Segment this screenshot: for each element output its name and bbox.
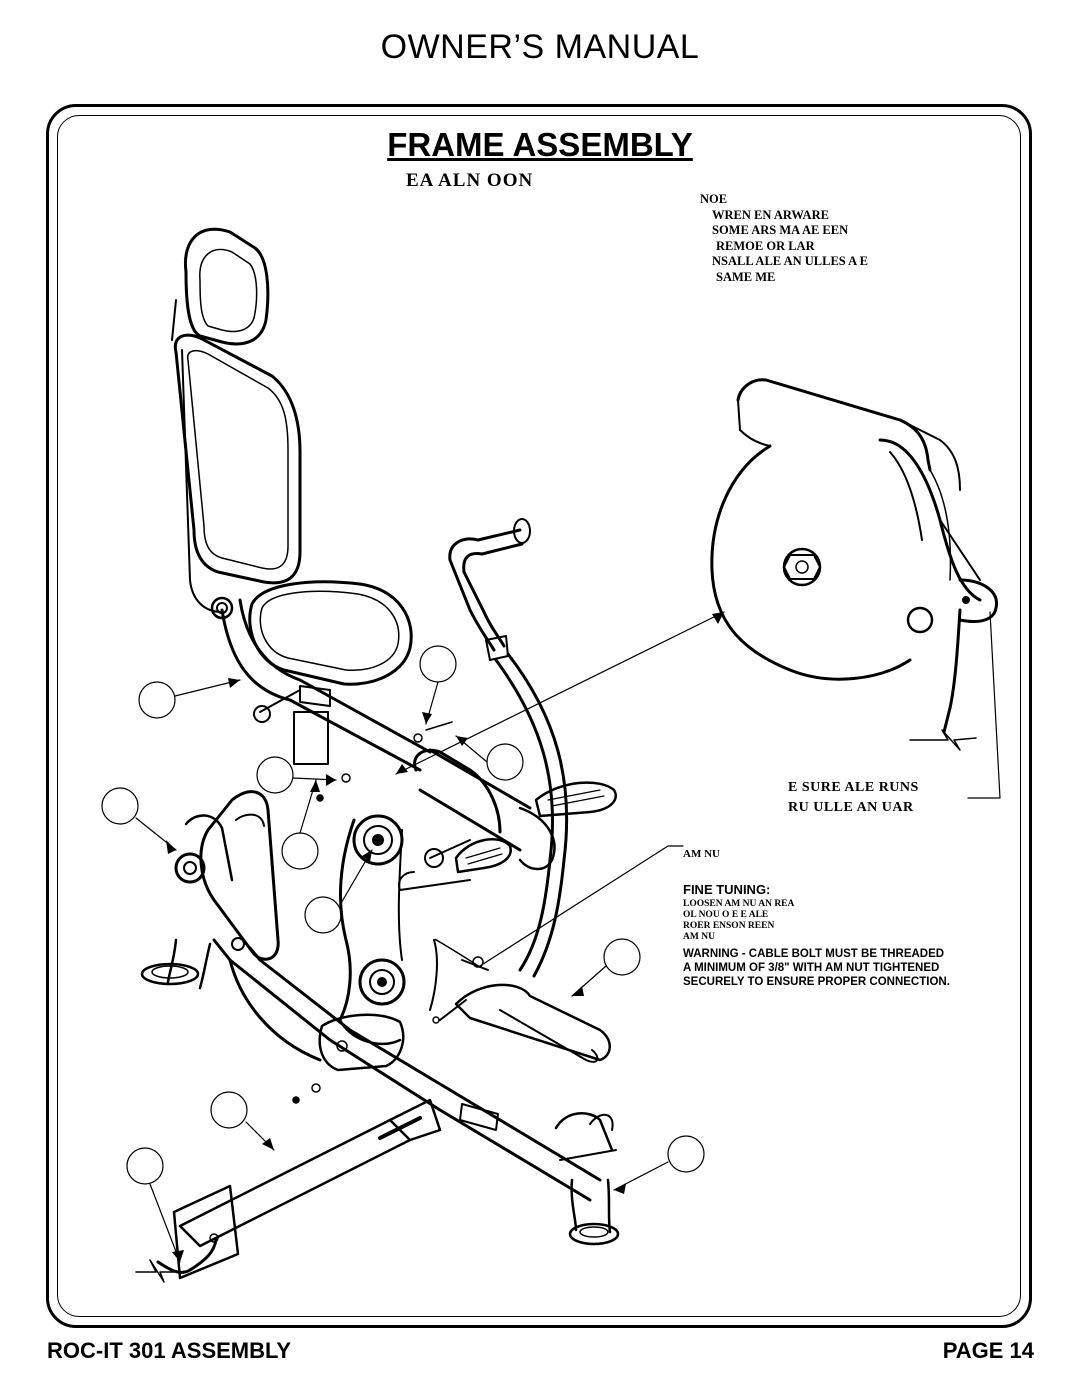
front-stabilizer: [554, 1112, 620, 1246]
callout-balloon: [281, 832, 319, 870]
frame-assembly-title: FRAME ASSEMBLY: [387, 126, 693, 163]
fine-tuning-title: FINE TUNING:: [683, 882, 771, 897]
cable: [135, 608, 977, 1283]
callout-balloon: [210, 1091, 248, 1129]
seat-back: [171, 227, 302, 613]
fine-tuning-line: AM NU: [683, 932, 715, 942]
note-line: SOME ARS MA AE EEN: [712, 223, 849, 237]
frame-outer-border: [46, 104, 1032, 1328]
callout-balloon: [126, 1147, 164, 1185]
note-line: SAME ME: [716, 269, 776, 284]
crank-arm: [140, 790, 280, 990]
callout-balloon: [667, 1135, 705, 1173]
callout-balloon: [603, 938, 641, 976]
main-tube: [413, 748, 556, 871]
pedals: [398, 781, 617, 891]
footer-model-title: ROC-IT 301 ASSEMBLY: [47, 1338, 292, 1363]
cable-bolt-warning: WARNING - CABLE BOLT MUST BE THREADED A …: [683, 947, 950, 989]
lower-frame: [212, 938, 602, 1202]
callout-balloon: [101, 787, 139, 825]
page-number: PAGE 14: [942, 1338, 1034, 1363]
warning-line: SECURELY TO ENSURE PROPER CONNECTION.: [683, 976, 950, 988]
fine-tuning-text: LOOSEN AM NU AN REA OL NOU O E E ALE ROE…: [683, 899, 794, 943]
note-line: NOE: [700, 192, 728, 206]
fine-tuning-line: OL NOU O E E ALE: [683, 910, 769, 920]
fine-tuning-line: LOOSEN AM NU AN REA: [683, 899, 795, 909]
hardware-note: NOE WREN EN ARWARE SOME ARS MA AE EEN RE…: [700, 192, 868, 285]
fine-tuning-line: ROER ENSON REEN: [683, 921, 775, 931]
warning-line: WARNING - CABLE BOLT MUST BE THREADED: [683, 948, 945, 960]
leader-arrowheads: [166, 612, 724, 1262]
rear-stabilizer: [172, 1098, 442, 1280]
leader-lines: [135, 611, 1001, 1263]
callout-balloon: [138, 681, 176, 719]
ensure-line: E SURE ALE RUNS: [788, 780, 919, 795]
note-line: WREN EN ARWARE: [712, 207, 829, 222]
hardware: [292, 721, 499, 1131]
callout-balloon: [486, 743, 524, 781]
handlebar: [448, 518, 569, 978]
jam-nut-label: AM NU: [683, 848, 720, 860]
warning-line: A MINIMUM OF 3/8" WITH AM NUT TIGHTENED: [683, 962, 940, 974]
callout-balloon: [419, 645, 457, 683]
callout-balloons: [101, 645, 705, 1185]
seat-cushion: [248, 580, 413, 765]
belt-drive: [338, 814, 489, 1046]
manual-header-title: OWNER’S MANUAL: [380, 28, 700, 66]
pedal-arm: [439, 983, 611, 1063]
frame-inner-border: [57, 115, 1021, 1317]
callout-balloon: [304, 896, 342, 934]
cable-routing-note: E SURE ALE RUNS RU ULLE AN UAR: [788, 778, 919, 818]
callout-balloon: [256, 756, 294, 794]
note-line: REMOE OR LAR: [716, 238, 815, 253]
note-line: NSALL ALE AN ULLES A E: [712, 254, 868, 268]
flywheel-cover: [710, 378, 998, 681]
ensure-line: RU ULLE AN UAR: [788, 800, 914, 815]
frame-subtitle: EA ALN OON: [406, 170, 534, 191]
